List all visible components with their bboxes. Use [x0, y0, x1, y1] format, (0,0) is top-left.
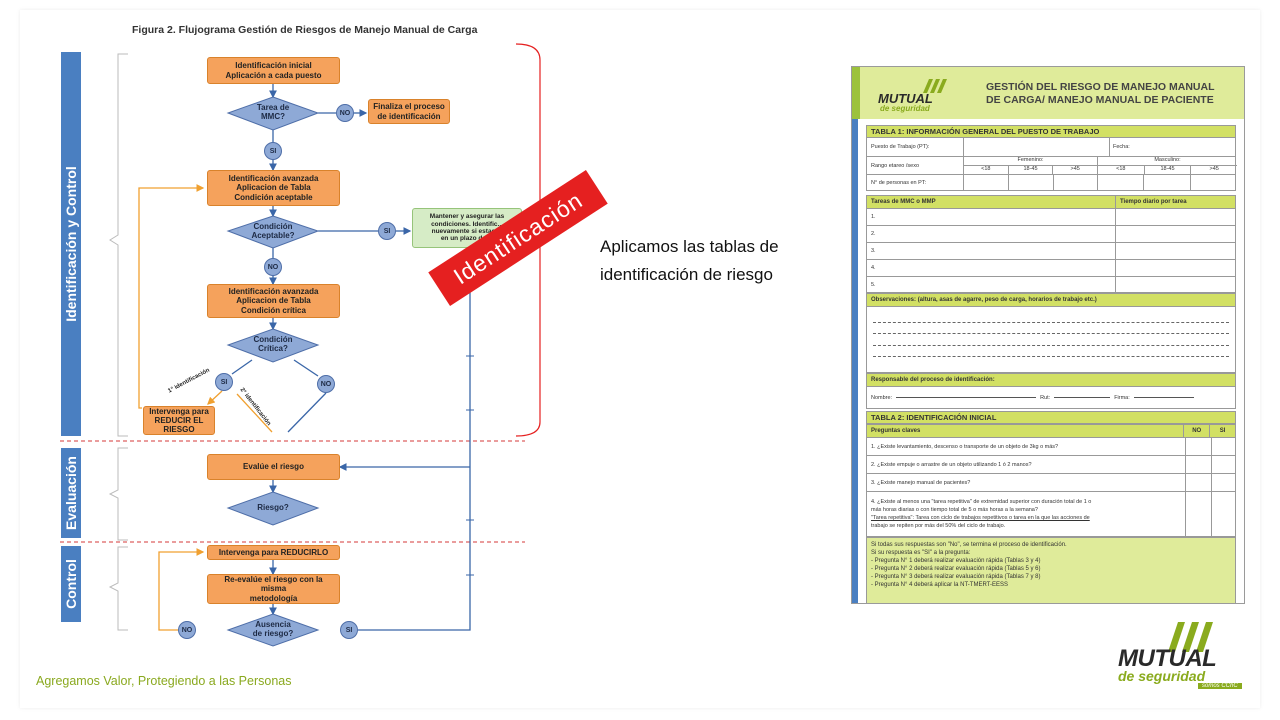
row-rango: Rango etareo /sexo Femenino: <18 18-45 >… — [866, 157, 1237, 175]
connector-no-aceptable: NO — [264, 258, 282, 276]
label-col-no: NO — [1183, 425, 1209, 437]
label-tiempo: Tiempo diario por tarea — [1115, 196, 1187, 208]
label-femenino: Femenino: — [1017, 157, 1044, 163]
label-preguntas: Preguntas claves — [871, 428, 921, 434]
risk-form: MUTUAL de seguridad GESTIÓN DEL RIESGO D… — [851, 66, 1245, 604]
box-avanzada-critica: Identificación avanzada Aplicacion de Ta… — [207, 284, 340, 318]
label-firma: Firma: — [1114, 394, 1130, 401]
logo-seguridad-text: de seguridad — [1118, 668, 1206, 684]
form-logo-seguridad: de seguridad — [880, 104, 930, 113]
row-q2: 2. ¿Existe empuje o arrastre de un objet… — [866, 456, 1236, 474]
box-reevalue: Re-evalúe el riesgo con la misma metodol… — [207, 574, 340, 604]
row-tarea-2: 2. — [866, 226, 1236, 243]
form-title-line-1: GESTIÓN DEL RIESGO DE MANEJO MANUAL — [986, 81, 1215, 93]
box-identificacion-inicial: Identificación inicial Aplicación a cada… — [207, 57, 340, 84]
box-finaliza: Finaliza el proceso de identificación — [368, 99, 450, 124]
label-puesto: Puesto de Trabajo (PT): — [871, 144, 930, 150]
row-n-personas: N° de personas en PT: — [866, 175, 1236, 191]
label-tareas: Tareas de MMC o MMP — [871, 199, 936, 205]
preguntas-header: Preguntas claves NO SI — [866, 424, 1236, 438]
band-control-label: Control — [63, 559, 80, 609]
band-identificacion-control: Identificación y Control — [61, 52, 81, 436]
observaciones-area — [866, 307, 1236, 373]
row-tarea-5: 5. — [866, 277, 1236, 293]
mutual-logo: MUTUAL de seguridad somos CChC — [1112, 618, 1252, 693]
label-fecha: Fecha: — [1113, 144, 1130, 150]
band-control: Control — [61, 546, 81, 622]
box-avanzada-aceptable: Identificación avanzada Aplicacion de Ta… — [207, 170, 340, 206]
connector-no-ausencia: NO — [178, 621, 196, 639]
label-n-personas: N° de personas en PT: — [871, 179, 927, 186]
row-tarea-4: 4. — [866, 260, 1236, 277]
observaciones-header: Observaciones: (altura, asas de agarre, … — [866, 293, 1236, 307]
label-masculino: Masculino: — [1154, 157, 1181, 163]
tareas-header: Tareas de MMC o MMP Tiempo diario por ta… — [866, 195, 1236, 209]
band-identificacion-control-label: Identificación y Control — [63, 166, 80, 322]
row-q3: 3. ¿Existe manejo manual de pacientes? — [866, 474, 1236, 492]
logo-mutual-text: MUTUAL — [1118, 645, 1217, 672]
label-rango: Rango etareo /sexo — [871, 162, 920, 169]
form-conclusion: Si todas sus respuestas son "No", se ter… — [866, 537, 1236, 603]
text-condicion-critica: Condición Crítica? — [253, 335, 293, 354]
figure-title: Figura 2. Flujograma Gestión de Riesgos … — [132, 24, 478, 36]
description-line-1: Aplicamos las tablas de — [600, 237, 779, 256]
connector-si-tarea: SI — [264, 142, 282, 160]
responsable-header: Responsable del proceso de identificació… — [866, 373, 1236, 387]
mutual-logo-icon — [923, 79, 947, 93]
connector-si-aceptable: SI — [378, 222, 396, 240]
row-firmas: Nombre: Rut: Firma: — [866, 387, 1236, 409]
row-q4: 4. ¿Existe al menos una "tarea repetitiv… — [866, 492, 1236, 537]
footer-tagline: Agregamos Valor, Protegiendo a las Perso… — [36, 674, 292, 688]
mutual-brand-icon — [1168, 622, 1213, 652]
label-nombre: Nombre: — [871, 394, 893, 401]
row-tarea-1: 1. — [866, 209, 1236, 226]
connector-si-ausencia: SI — [340, 621, 358, 639]
connector-si-critica: SI — [215, 373, 233, 391]
text-condicion-aceptable: Condición Aceptable? — [251, 222, 295, 241]
band-evaluacion: Evaluación — [61, 448, 81, 538]
row-puesto: Puesto de Trabajo (PT): Fecha: — [866, 138, 1236, 157]
tabla2-header: TABLA 2: IDENTIFICACIÓN INICIAL — [866, 411, 1236, 424]
label-col-si: SI — [1209, 425, 1235, 437]
form-title: GESTIÓN DEL RIESGO DE MANEJO MANUAL DE C… — [986, 81, 1215, 107]
form-logo: MUTUAL de seguridad — [876, 77, 956, 113]
box-intervenga-reducirlo: Intervenga para REDUCIRLO — [207, 545, 340, 560]
box-intervenga-reducir-riesgo: Intervenga para REDUCIR EL RIESGO — [143, 406, 215, 435]
tabla1-header: TABLA 1: INFORMACIÓN GENERAL DEL PUESTO … — [866, 125, 1236, 138]
box-evalue-riesgo: Evalúe el riesgo — [207, 454, 340, 480]
band-evaluacion-label: Evaluación — [63, 456, 80, 530]
slide-description: Aplicamos las tablas de identificación d… — [600, 233, 779, 289]
logo-cchc-text: somos CChC — [1198, 683, 1242, 689]
form-logo-mutual: MUTUAL — [878, 91, 933, 106]
form-header: MUTUAL de seguridad GESTIÓN DEL RIESGO D… — [852, 67, 1244, 119]
text-riesgo: Riesgo? — [257, 503, 289, 512]
description-line-2: identificación de riesgo — [600, 265, 773, 284]
connector-no-critica: NO — [317, 375, 335, 393]
row-tarea-3: 3. — [866, 243, 1236, 260]
form-title-line-2: DE CARGA/ MANEJO MANUAL DE PACIENTE — [986, 94, 1214, 106]
connector-no-tarea: NO — [336, 104, 354, 122]
label-rut: Rut: — [1040, 394, 1051, 401]
text-ausencia: Ausencia de riesgo? — [252, 620, 294, 639]
text-tarea-mmc: Tarea de MMC? — [256, 103, 290, 122]
row-q1: 1. ¿Existe levantamiento, descenso o tra… — [866, 438, 1236, 456]
